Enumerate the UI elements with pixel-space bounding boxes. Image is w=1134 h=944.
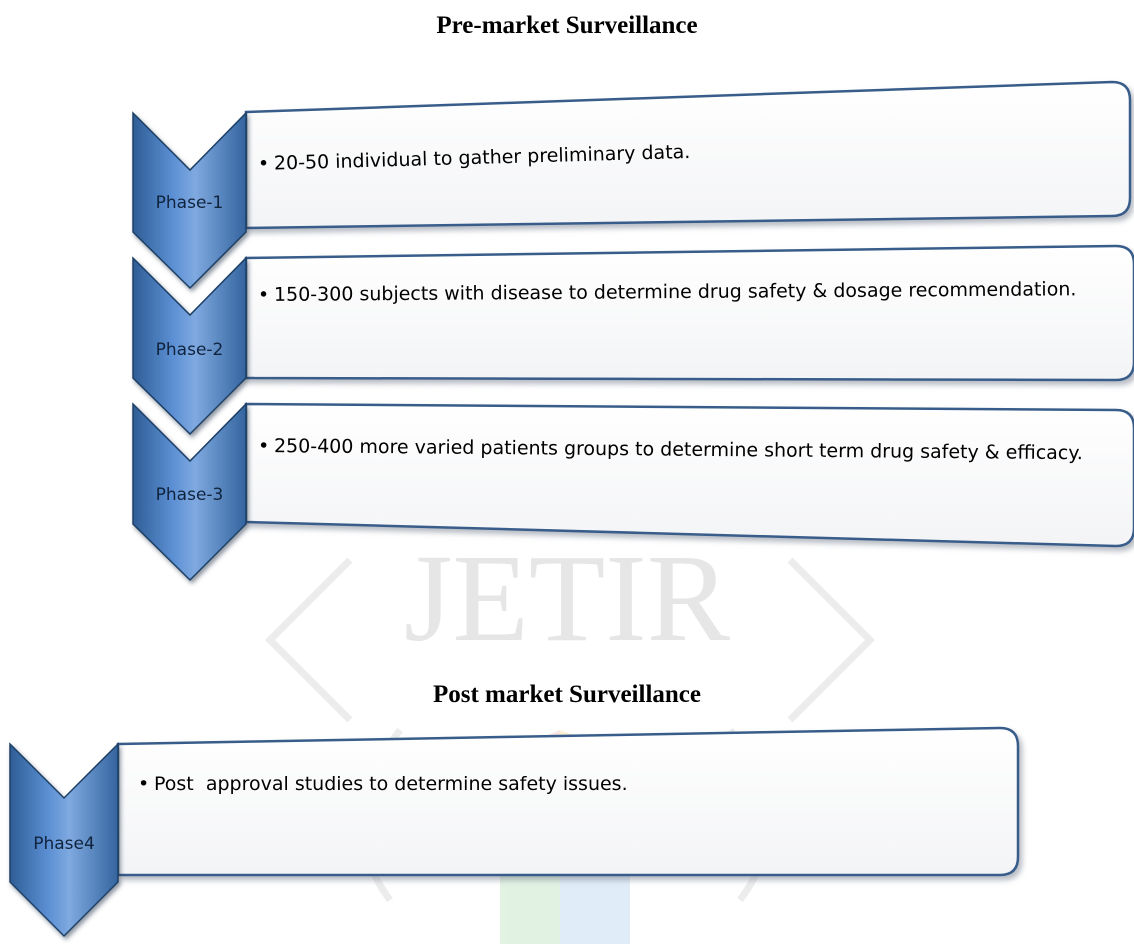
- phase-4-chevron-icon: [9, 742, 119, 938]
- bullet-marker: •: [138, 773, 150, 795]
- phase-2-group: [132, 244, 1134, 436]
- phase-2-label: Phase-2: [155, 340, 224, 360]
- pre-market-heading: Pre-market Surveillance: [436, 12, 698, 39]
- bullet-marker: •: [257, 152, 270, 175]
- phase-4-label: Phase4: [33, 834, 95, 854]
- bullet-marker: •: [257, 435, 270, 458]
- bullet-marker: •: [257, 283, 270, 306]
- phase-3-group: [132, 402, 1134, 582]
- post-market-heading: Post market Surveillance: [432, 681, 701, 708]
- phase-1-chevron-icon: [132, 111, 247, 290]
- phase-2-description: 150-300 subjects with disease to determi…: [273, 278, 1077, 306]
- phase-4-text: • Post approval studies to determine saf…: [138, 770, 988, 799]
- phase-1-box: [244, 80, 1132, 230]
- phase-3-box: [244, 402, 1134, 548]
- phase-3-label: Phase-3: [155, 485, 224, 505]
- phase-4-description: Post approval studies to determine safet…: [154, 773, 628, 795]
- phase-3-chevron-icon: [132, 402, 247, 582]
- phase-2-chevron-icon: [132, 256, 247, 436]
- phase-1-group: [132, 80, 1132, 290]
- phase-1-label: Phase-1: [155, 193, 224, 213]
- phase-4-group: [9, 726, 1020, 938]
- phase-4-box: [116, 726, 1020, 877]
- phase-2-text: • 150-300 subjects with disease to deter…: [258, 275, 1120, 310]
- phase-2-box: [244, 244, 1134, 382]
